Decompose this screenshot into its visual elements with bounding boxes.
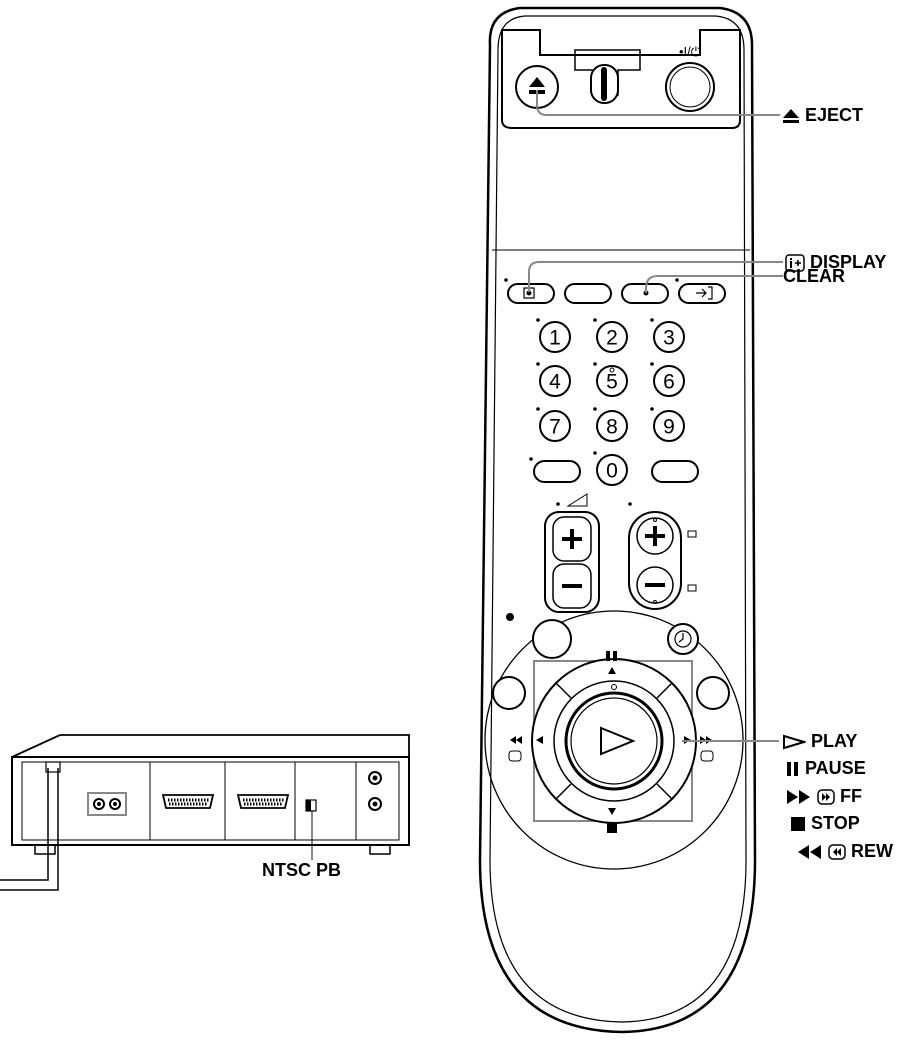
pause-marker-icon <box>606 651 617 674</box>
display-button[interactable] <box>504 278 555 304</box>
stop-callout: STOP <box>790 813 860 833</box>
digit-button-4[interactable]: 4 <box>536 362 571 397</box>
rew-label: REW <box>851 841 894 861</box>
record-button[interactable] <box>532 619 572 659</box>
fast-forward-icon <box>787 790 810 805</box>
digit-label: 3 <box>663 327 675 350</box>
digit-label: 0 <box>606 460 618 483</box>
display-leader <box>528 261 783 292</box>
clock-icon <box>674 630 692 648</box>
display-icon <box>785 254 805 272</box>
digit-label: 6 <box>663 371 675 394</box>
pause-icon <box>787 762 798 777</box>
remote-outer-body <box>478 6 757 1034</box>
stop-marker-icon <box>607 808 617 833</box>
digit-label: 5 <box>606 371 618 394</box>
rew-callout: REW <box>797 841 893 861</box>
digit-button-1[interactable]: 1 <box>536 318 571 353</box>
digit-button-6[interactable]: 6 <box>650 362 685 397</box>
number-pad: 1 2 3 4 5 6 7 8 9 0 <box>536 318 685 486</box>
digit-button-5[interactable]: 5 <box>593 362 628 397</box>
callout-leaders <box>311 90 783 860</box>
display-label: DISPLAY <box>810 252 887 272</box>
pause-label: PAUSE <box>805 758 866 778</box>
power-cord <box>0 768 49 881</box>
digit-button-8[interactable]: 8 <box>593 407 628 442</box>
clear-label: CLEAR <box>783 266 845 286</box>
power-button[interactable] <box>665 62 715 112</box>
volume-icon <box>566 493 588 507</box>
digit-label: 1 <box>549 327 561 350</box>
record-indicator-dot <box>506 613 514 621</box>
digit-label: 9 <box>663 416 675 439</box>
oval-button-2[interactable] <box>564 283 612 304</box>
power-symbol: •I/⏻ <box>679 44 701 59</box>
volume-rocker[interactable] <box>544 493 600 613</box>
side-button-left[interactable] <box>492 676 526 710</box>
vcr-top-face <box>11 734 410 758</box>
clear-leader <box>645 275 783 293</box>
play-icon <box>783 734 806 750</box>
display-callout: DISPLAY <box>785 252 886 272</box>
clear-button[interactable] <box>621 283 669 304</box>
eject-leader <box>536 90 780 116</box>
vcr-foot-right <box>369 844 391 855</box>
remote-control <box>478 6 757 1034</box>
ntsc-pb-label: NTSC PB <box>262 860 342 880</box>
play-callout: PLAY <box>782 731 857 751</box>
eject-icon <box>529 77 545 87</box>
timer-button[interactable] <box>667 623 699 655</box>
stop-label: STOP <box>811 813 860 833</box>
vcr-foot-left <box>34 844 56 855</box>
ff-callout: FF <box>786 786 862 806</box>
vcr-rear <box>0 734 410 891</box>
oval-button-left[interactable] <box>533 460 581 483</box>
ntsc-pb-switch[interactable] <box>305 799 317 812</box>
rf-connectors <box>87 792 127 816</box>
digit-button-9[interactable]: 9 <box>650 407 685 442</box>
digit-button-0[interactable]: 0 <box>593 451 628 486</box>
ff-label: FF <box>840 786 863 806</box>
eject-icon <box>783 109 799 124</box>
eject-callout: EJECT <box>782 105 863 125</box>
vcr-back-panel <box>11 756 410 846</box>
input-select-button[interactable] <box>675 278 726 304</box>
play-label: PLAY <box>811 731 858 751</box>
scart-connector-1 <box>161 794 215 809</box>
digit-label: 8 <box>606 416 618 439</box>
stop-icon <box>791 817 805 832</box>
digit-button-2[interactable]: 2 <box>593 318 628 353</box>
eject-label: EJECT <box>805 105 864 125</box>
digit-button-3[interactable]: 3 <box>650 318 685 353</box>
program-rocker[interactable] <box>628 502 697 610</box>
remote-inner-edge <box>489 15 747 1023</box>
rew-button-icon <box>828 844 846 860</box>
digit-label: 4 <box>549 371 561 394</box>
scart-connector-2 <box>236 794 290 809</box>
rew-marker-icon <box>508 736 543 762</box>
play-icon <box>600 726 636 756</box>
top-panel <box>501 29 741 129</box>
oval-button-right[interactable] <box>651 460 699 483</box>
play-button[interactable] <box>564 684 664 791</box>
pause-callout: PAUSE <box>786 758 866 778</box>
digit-label: 2 <box>606 327 618 350</box>
ff-button-icon <box>817 789 835 805</box>
side-button-right[interactable] <box>696 676 730 710</box>
mode-switch[interactable] <box>574 49 641 104</box>
clear-callout: CLEAR <box>783 266 845 286</box>
ntsc-pb-callout: NTSC PB <box>262 860 341 880</box>
digit-label: 7 <box>549 416 561 439</box>
rewind-icon <box>798 845 821 860</box>
digit-button-7[interactable]: 7 <box>536 407 571 442</box>
